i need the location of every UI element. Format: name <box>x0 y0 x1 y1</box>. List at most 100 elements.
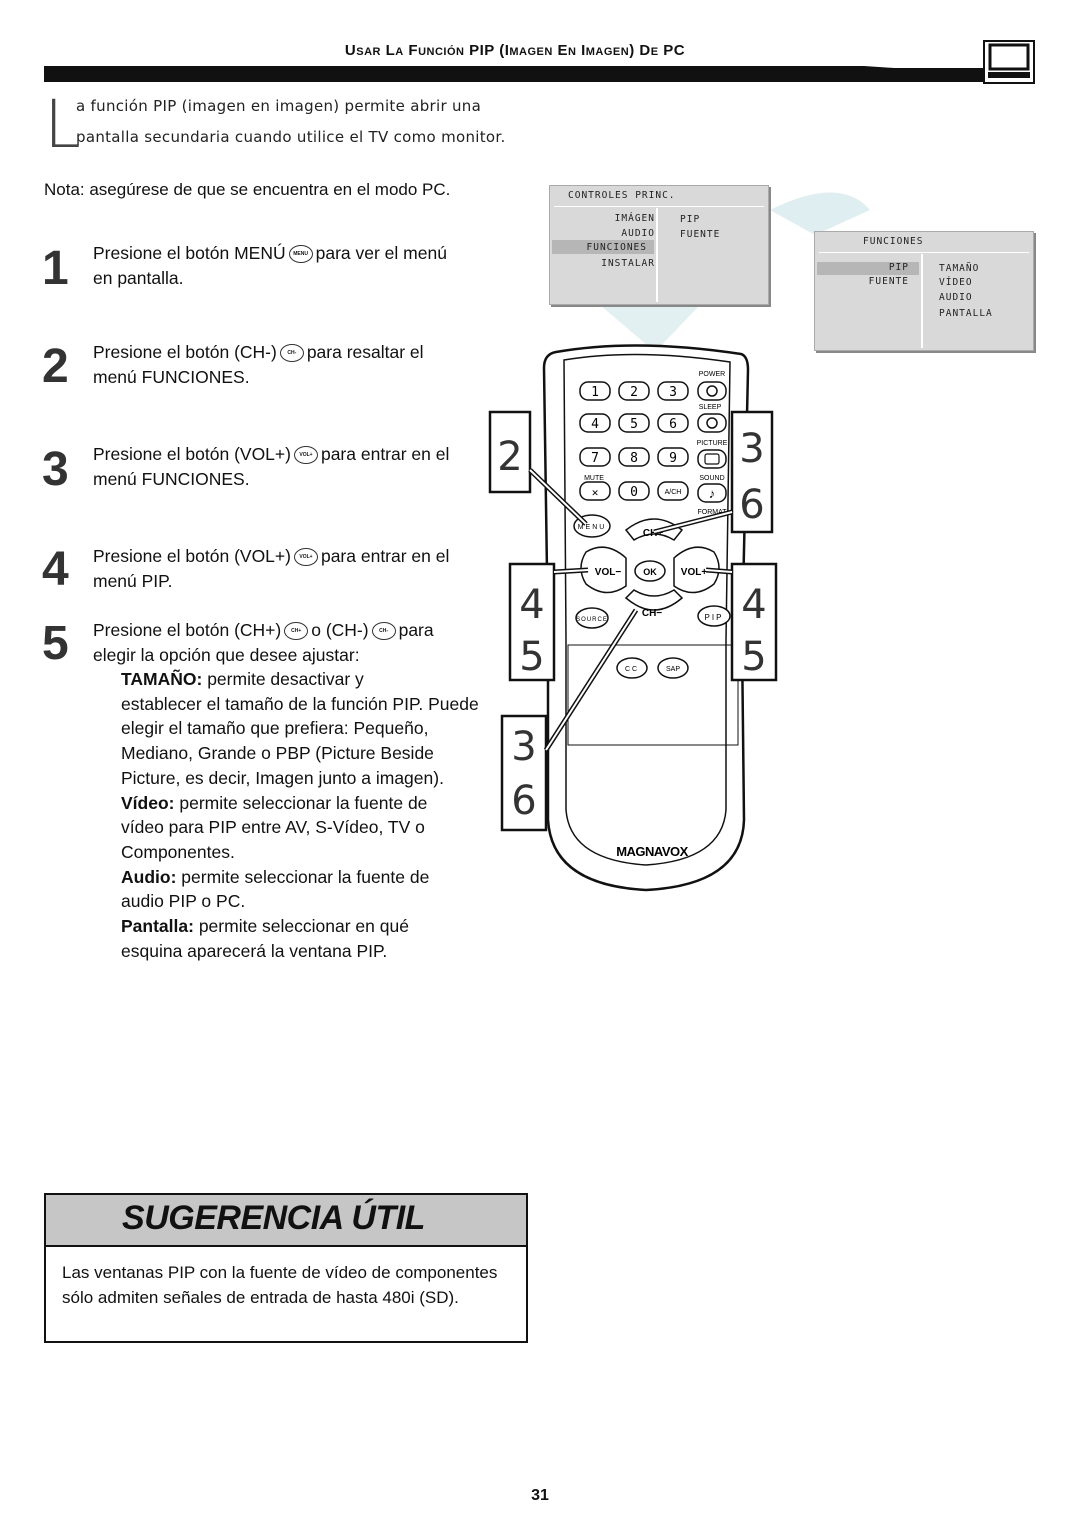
note-icon: ♪ <box>709 486 716 501</box>
digit-7-label: 7 <box>591 451 599 466</box>
menu-item-fuente[interactable]: FUENTE <box>868 276 909 287</box>
step-number: 3 <box>42 443 69 496</box>
format-label: FORMAT <box>697 509 727 516</box>
brand-logo: MAGNAVOX <box>616 844 688 859</box>
mute-button[interactable] <box>579 481 611 501</box>
pip-button[interactable] <box>697 605 731 627</box>
menu-title: CONTROLES PRINC. <box>568 190 676 201</box>
menu-item-instalar[interactable]: INSTALAR <box>601 258 655 269</box>
callout-box <box>730 562 778 682</box>
digit-3-label: 3 <box>669 385 677 400</box>
menu-button-icon: MENU <box>288 245 313 264</box>
vol-minus-label: VOL− <box>595 567 622 578</box>
callout-number: 3 <box>511 724 536 770</box>
submenu-item-pip[interactable]: PIP <box>680 214 701 225</box>
vol-plus-label: VOL+ <box>681 567 708 578</box>
vol-plus-button-icon: VOL+ <box>293 548 318 567</box>
digit-0-button[interactable] <box>618 481 650 501</box>
digit-9-label: 9 <box>669 451 677 466</box>
tip-title: SUGERENCIA ÚTIL <box>122 1199 425 1237</box>
digit-1-button[interactable] <box>579 381 611 401</box>
ch-plus-label: CH+ <box>643 528 663 539</box>
digit-9-button[interactable] <box>657 447 689 467</box>
ch-minus-button-icon: CH- <box>371 622 396 641</box>
sap-button[interactable] <box>657 657 689 679</box>
digit-5-label: 5 <box>630 417 638 432</box>
section-title: Usar La Función PIP (Imagen En Imagen) D… <box>344 42 686 59</box>
pip-label: PIP <box>705 613 724 622</box>
step-number: 4 <box>42 543 69 596</box>
step-4-text: Presione el botón (VOL+)VOL+para entrar … <box>93 546 450 591</box>
picture-label: PICTURE <box>697 440 728 447</box>
digit-8-button[interactable] <box>618 447 650 467</box>
ch-plus-button-icon: CH+ <box>284 622 309 641</box>
callout-number: 2 <box>497 434 522 480</box>
sleep-button[interactable] <box>697 413 727 433</box>
step-number: 2 <box>42 340 69 393</box>
menu-item-pip[interactable]: PIP <box>888 262 909 273</box>
ch-minus-button[interactable] <box>624 589 684 611</box>
funciones-menu-screen: FUNCIONES PIP FUENTE TAMAÑO VÍDEO AUDIO … <box>814 231 1034 351</box>
callout-box <box>508 562 556 682</box>
callout-number: 3 <box>739 426 764 472</box>
light-beam <box>600 192 870 352</box>
digit-3-button[interactable] <box>657 381 689 401</box>
intro-line-1: a función PIP (imagen en imagen) permite… <box>76 97 482 115</box>
digit-7-button[interactable] <box>579 447 611 467</box>
menu-title: FUNCIONES <box>863 236 924 247</box>
submenu-item-audio[interactable]: AUDIO <box>939 292 973 303</box>
ch-minus-button-icon: CH- <box>279 344 304 363</box>
clock-icon <box>706 417 718 429</box>
digit-6-button[interactable] <box>657 413 689 433</box>
digit-0-label: 0 <box>630 485 638 500</box>
picture-button[interactable] <box>697 449 727 469</box>
digit-4-button[interactable] <box>579 413 611 433</box>
submenu-item-pantalla[interactable]: PANTALLA <box>939 308 993 319</box>
digit-4-label: 4 <box>591 417 599 432</box>
power-icon <box>706 385 718 397</box>
vol-plus-button-icon: VOL+ <box>293 446 318 465</box>
drop-cap: L <box>44 86 81 163</box>
main-menu-screen: CONTROLES PRINC. IMÁGEN AUDIO FUNCIONES … <box>549 185 769 305</box>
callout-number: 6 <box>739 482 764 528</box>
digit-5-button[interactable] <box>618 413 650 433</box>
ok-label: OK <box>643 567 657 577</box>
digit-2-button[interactable] <box>618 381 650 401</box>
cc-label: CC <box>625 666 639 673</box>
ch-minus-label: CH− <box>642 608 662 619</box>
header-bar <box>44 66 994 82</box>
remote-control: POWER SLEEP PICTURE MUTE SOUND FORMAT 1 … <box>488 344 778 892</box>
submenu-item-fuente[interactable]: FUENTE <box>680 229 721 240</box>
callout-number: 5 <box>741 634 766 680</box>
menu-item-imagen[interactable]: IMÁGEN <box>614 213 655 224</box>
sound-label: SOUND <box>699 475 724 482</box>
sound-button[interactable] <box>697 483 727 503</box>
picture-icon <box>704 453 720 465</box>
callout-box <box>500 714 548 832</box>
digit-6-label: 6 <box>669 417 677 432</box>
submenu-item-tamano[interactable]: TAMAÑO <box>939 263 980 274</box>
callout-number: 4 <box>519 582 544 628</box>
mute-label: MUTE <box>584 475 604 482</box>
cc-button[interactable] <box>616 657 648 679</box>
sap-label: SAP <box>666 666 680 673</box>
callout-number: 4 <box>741 582 766 628</box>
tip-text: Las ventanas PIP con la fuente de vídeo … <box>62 1263 498 1307</box>
tip-header: SUGERENCIA ÚTIL <box>46 1195 526 1247</box>
menu-item-funciones[interactable]: FUNCIONES <box>586 242 647 253</box>
power-button[interactable] <box>697 381 727 401</box>
ach-button[interactable] <box>657 481 689 501</box>
callout-number: 6 <box>511 778 536 824</box>
ok-button[interactable] <box>634 560 666 582</box>
tip-box: SUGERENCIA ÚTIL Las ventanas PIP con la … <box>44 1193 528 1343</box>
callout-box <box>730 410 774 534</box>
source-button[interactable] <box>575 607 609 629</box>
step-number: 5 <box>42 617 69 670</box>
step-5-text: Presione el botón (CH+)CH+o (CH-)CH-para… <box>93 620 434 665</box>
menu-item-audio[interactable]: AUDIO <box>621 228 655 239</box>
power-label: POWER <box>699 371 725 378</box>
submenu-item-video[interactable]: VÍDEO <box>939 277 973 288</box>
intro-line-2: pantalla secundaria cuando utilice el TV… <box>76 128 506 146</box>
callout-box <box>488 410 532 494</box>
